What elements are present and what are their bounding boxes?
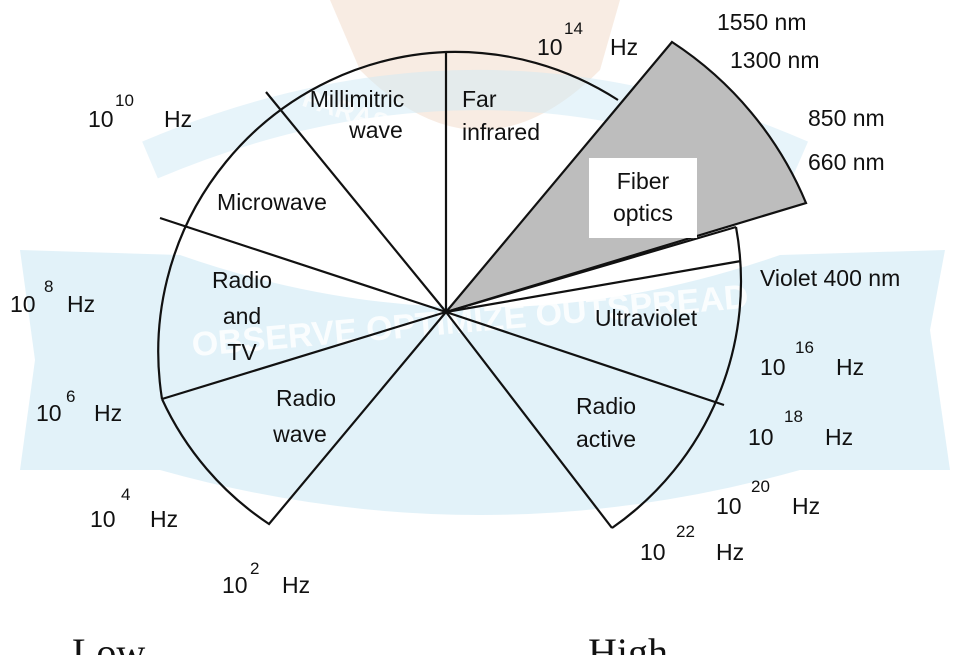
divider-radio-tv (161, 310, 447, 401)
freq-base: 10 (222, 572, 248, 598)
right-fan-arc (611, 226, 743, 529)
freq-base: 10 (88, 106, 114, 132)
freq-1e16: 10 16 Hz (760, 338, 864, 380)
freq-1e20: 10 20 Hz (716, 477, 820, 519)
watermark-banner (20, 250, 950, 515)
freq-base: 10 (716, 493, 742, 519)
region-label-line: Far (462, 86, 497, 112)
region-label-line: Radio (276, 385, 336, 411)
region-label-line: and (223, 303, 261, 329)
region-label-line: Fiber (617, 168, 670, 194)
label-radio-active: Radio active (576, 393, 636, 452)
wavelength-1550: 1550 nm (717, 9, 807, 35)
divider-microwave (159, 216, 447, 314)
region-label-line: wave (348, 117, 403, 143)
freq-exponent: 6 (66, 387, 75, 406)
wavelength-850: 850 nm (808, 105, 885, 131)
label-radio-wave: Radio wave (272, 385, 336, 447)
freq-exponent: 10 (115, 91, 134, 110)
label-radio-and-tv: Radio and TV (212, 267, 272, 365)
label-millimetric-wave: Millimitric wave (310, 86, 405, 143)
freq-1e6: 10 6 Hz (36, 387, 122, 426)
label-ultraviolet: Ultraviolet (595, 305, 698, 331)
freq-exponent: 22 (676, 522, 695, 541)
divider-fiber-lower (445, 225, 737, 314)
freq-unit: Hz (610, 34, 638, 60)
region-label-line: wave (272, 421, 327, 447)
wavelength-1300: 1300 nm (730, 47, 820, 73)
label-fiber-optics: Fiber optics (589, 158, 697, 238)
freq-unit: Hz (792, 493, 820, 519)
region-label-line: Radio (576, 393, 636, 419)
freq-1e22: 10 22 Hz (640, 522, 744, 565)
wavelength-660: 660 nm (808, 149, 885, 175)
label-high: High (588, 630, 668, 655)
region-label-line: infrared (462, 119, 540, 145)
divider-violet (445, 259, 742, 314)
freq-exponent: 2 (250, 559, 259, 578)
freq-exponent: 14 (564, 19, 583, 38)
wavelength-violet-400: Violet 400 nm (760, 265, 900, 291)
freq-1e2: 10 2 Hz (222, 559, 310, 598)
region-label-line: Radio (212, 267, 272, 293)
freq-1e4: 10 4 Hz (90, 485, 178, 532)
divider-millimetric (265, 91, 447, 313)
freq-base: 10 (640, 539, 666, 565)
freq-unit: Hz (282, 572, 310, 598)
freq-exponent: 4 (121, 485, 130, 504)
left-fan-outline (161, 311, 447, 526)
upper-right-arc (445, 50, 619, 101)
freq-base: 10 (90, 506, 116, 532)
freq-base: 10 (36, 400, 62, 426)
freq-unit: Hz (94, 400, 122, 426)
freq-exponent: 8 (44, 277, 53, 296)
freq-1e10: 10 10 Hz (88, 91, 192, 132)
freq-unit: Hz (164, 106, 192, 132)
label-microwave: Microwave (217, 189, 327, 215)
freq-unit: Hz (150, 506, 178, 532)
freq-unit: Hz (67, 291, 95, 317)
freq-1e8: 10 8 Hz (10, 277, 95, 317)
region-label-line: optics (613, 200, 673, 226)
fiber-label-box (589, 158, 697, 238)
freq-exponent: 18 (784, 407, 803, 426)
freq-1e14: 10 14 Hz (537, 19, 638, 60)
divider-radio-active (445, 311, 613, 529)
divider-ultraviolet (445, 310, 725, 407)
region-label-line: Millimitric (310, 86, 405, 112)
freq-base: 10 (10, 291, 36, 317)
label-low: Low (72, 630, 145, 655)
freq-exponent: 16 (795, 338, 814, 357)
left-fan-arc (157, 50, 447, 400)
freq-unit: Hz (836, 354, 864, 380)
watermark-star (191, 17, 235, 56)
region-label-line: TV (227, 339, 257, 365)
freq-unit: Hz (716, 539, 744, 565)
freq-base: 10 (760, 354, 786, 380)
freq-base: 10 (748, 424, 774, 450)
freq-exponent: 20 (751, 477, 770, 496)
label-far-infrared: Far infrared (462, 86, 540, 145)
freq-base: 10 (537, 34, 563, 60)
region-label-line: active (576, 426, 636, 452)
freq-unit: Hz (825, 424, 853, 450)
freq-1e18: 10 18 Hz (748, 407, 853, 450)
